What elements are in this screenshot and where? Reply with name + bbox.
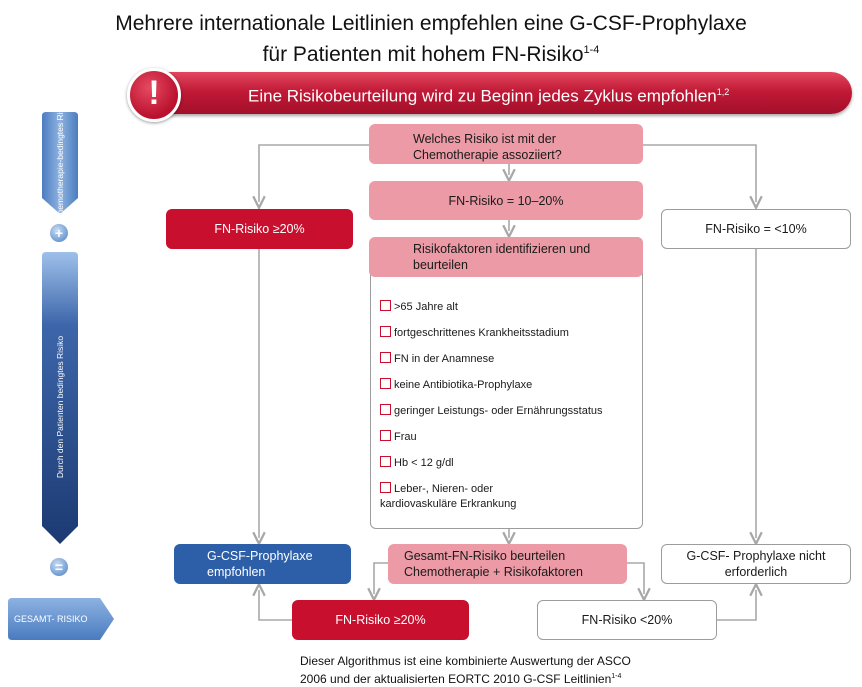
- footnote-superscript: 1-4: [611, 673, 622, 680]
- risk-factor-item: FN in der Anamnese: [380, 352, 494, 367]
- chemo-risk-question: Welches Risiko ist mit der Chemotherapie…: [369, 124, 643, 164]
- risk-factor-item: geringer Leistungs- oder Ernährungsstatu…: [380, 404, 603, 419]
- exclamation-icon: [127, 68, 181, 122]
- risk-assessment-banner: [130, 72, 852, 114]
- identify-risk-factors-box: Risikofaktoren identifizieren und beurte…: [369, 237, 643, 277]
- risk-factor-item: >65 Jahre alt: [380, 300, 458, 315]
- checkbox-icon: [380, 430, 391, 441]
- overall-risk-assessment-box: Gesamt-FN-Risiko beurteilen Chemotherapi…: [388, 544, 627, 584]
- checkbox-icon: [380, 456, 391, 467]
- overall-low-risk-box: FN-Risiko <20%: [537, 600, 717, 640]
- sidebar-arrow-patient: [42, 252, 78, 544]
- overall-high-risk-box: FN-Risiko ≥20%: [292, 600, 469, 640]
- checkbox-icon: [380, 326, 391, 337]
- risk-factor-item: keine Antibiotika-Prophylaxe: [380, 378, 532, 393]
- risk-factor-item: Hb < 12 g/dl: [380, 456, 454, 471]
- checkbox-icon: [380, 352, 391, 363]
- exclamation-mark: !: [148, 74, 160, 112]
- title-line-1: Mehrere internationale Leitlinien empfeh…: [115, 12, 747, 35]
- title-superscript: 1-4: [583, 44, 600, 56]
- checkbox-icon: [380, 482, 391, 493]
- gcsf-not-required-box: G-CSF- Prophylaxe nicht erforderlich: [661, 544, 851, 584]
- sidebar-chemo-label: Chemotherapie-bedingtes Risiko: [55, 97, 65, 221]
- gcsf-recommended-box: G-CSF-Prophylaxe empfohlen: [174, 544, 351, 584]
- risk-factor-item: Leber-, Nieren- oder kardiovaskuläre Erk…: [380, 482, 517, 510]
- risk-factor-item: fortgeschrittenes Krankheitsstadium: [380, 326, 569, 341]
- footnote-line-1: Dieser Algorithmus ist eine kombinierte …: [300, 654, 631, 668]
- banner-superscript: 1,2: [716, 87, 730, 97]
- equals-icon: =: [50, 558, 68, 576]
- checkbox-icon: [380, 378, 391, 389]
- low-risk-box: FN-Risiko = <10%: [661, 209, 851, 249]
- intermediate-risk-box: FN-Risiko = 10–20%: [369, 181, 643, 220]
- sidebar-total-label: GESAMT- RISIKO: [14, 614, 88, 624]
- footnote-line-2: 2006 und der aktualisierten EORTC 2010 G…: [300, 672, 612, 686]
- sidebar-total-arrow: [8, 598, 114, 640]
- plus-icon: +: [50, 224, 68, 242]
- title-line-2: für Patienten mit hohem FN-Risiko: [262, 43, 584, 66]
- sidebar-arrow-chemo: [42, 112, 78, 214]
- checkbox-icon: [380, 404, 391, 415]
- risk-factor-item: Frau: [380, 430, 417, 445]
- risk-factor-panel: [370, 237, 643, 529]
- checkbox-icon: [380, 300, 391, 311]
- footnote: Dieser Algorithmus ist eine kombinierte …: [300, 654, 720, 687]
- page-title: Mehrere internationale Leitlinien empfeh…: [0, 10, 862, 68]
- banner-text: Eine Risikobeurteilung wird zu Beginn je…: [248, 86, 730, 106]
- sidebar-patient-label: Durch den Patienten bedingtes Risiko: [55, 335, 65, 479]
- high-risk-box: FN-Risiko ≥20%: [166, 209, 353, 249]
